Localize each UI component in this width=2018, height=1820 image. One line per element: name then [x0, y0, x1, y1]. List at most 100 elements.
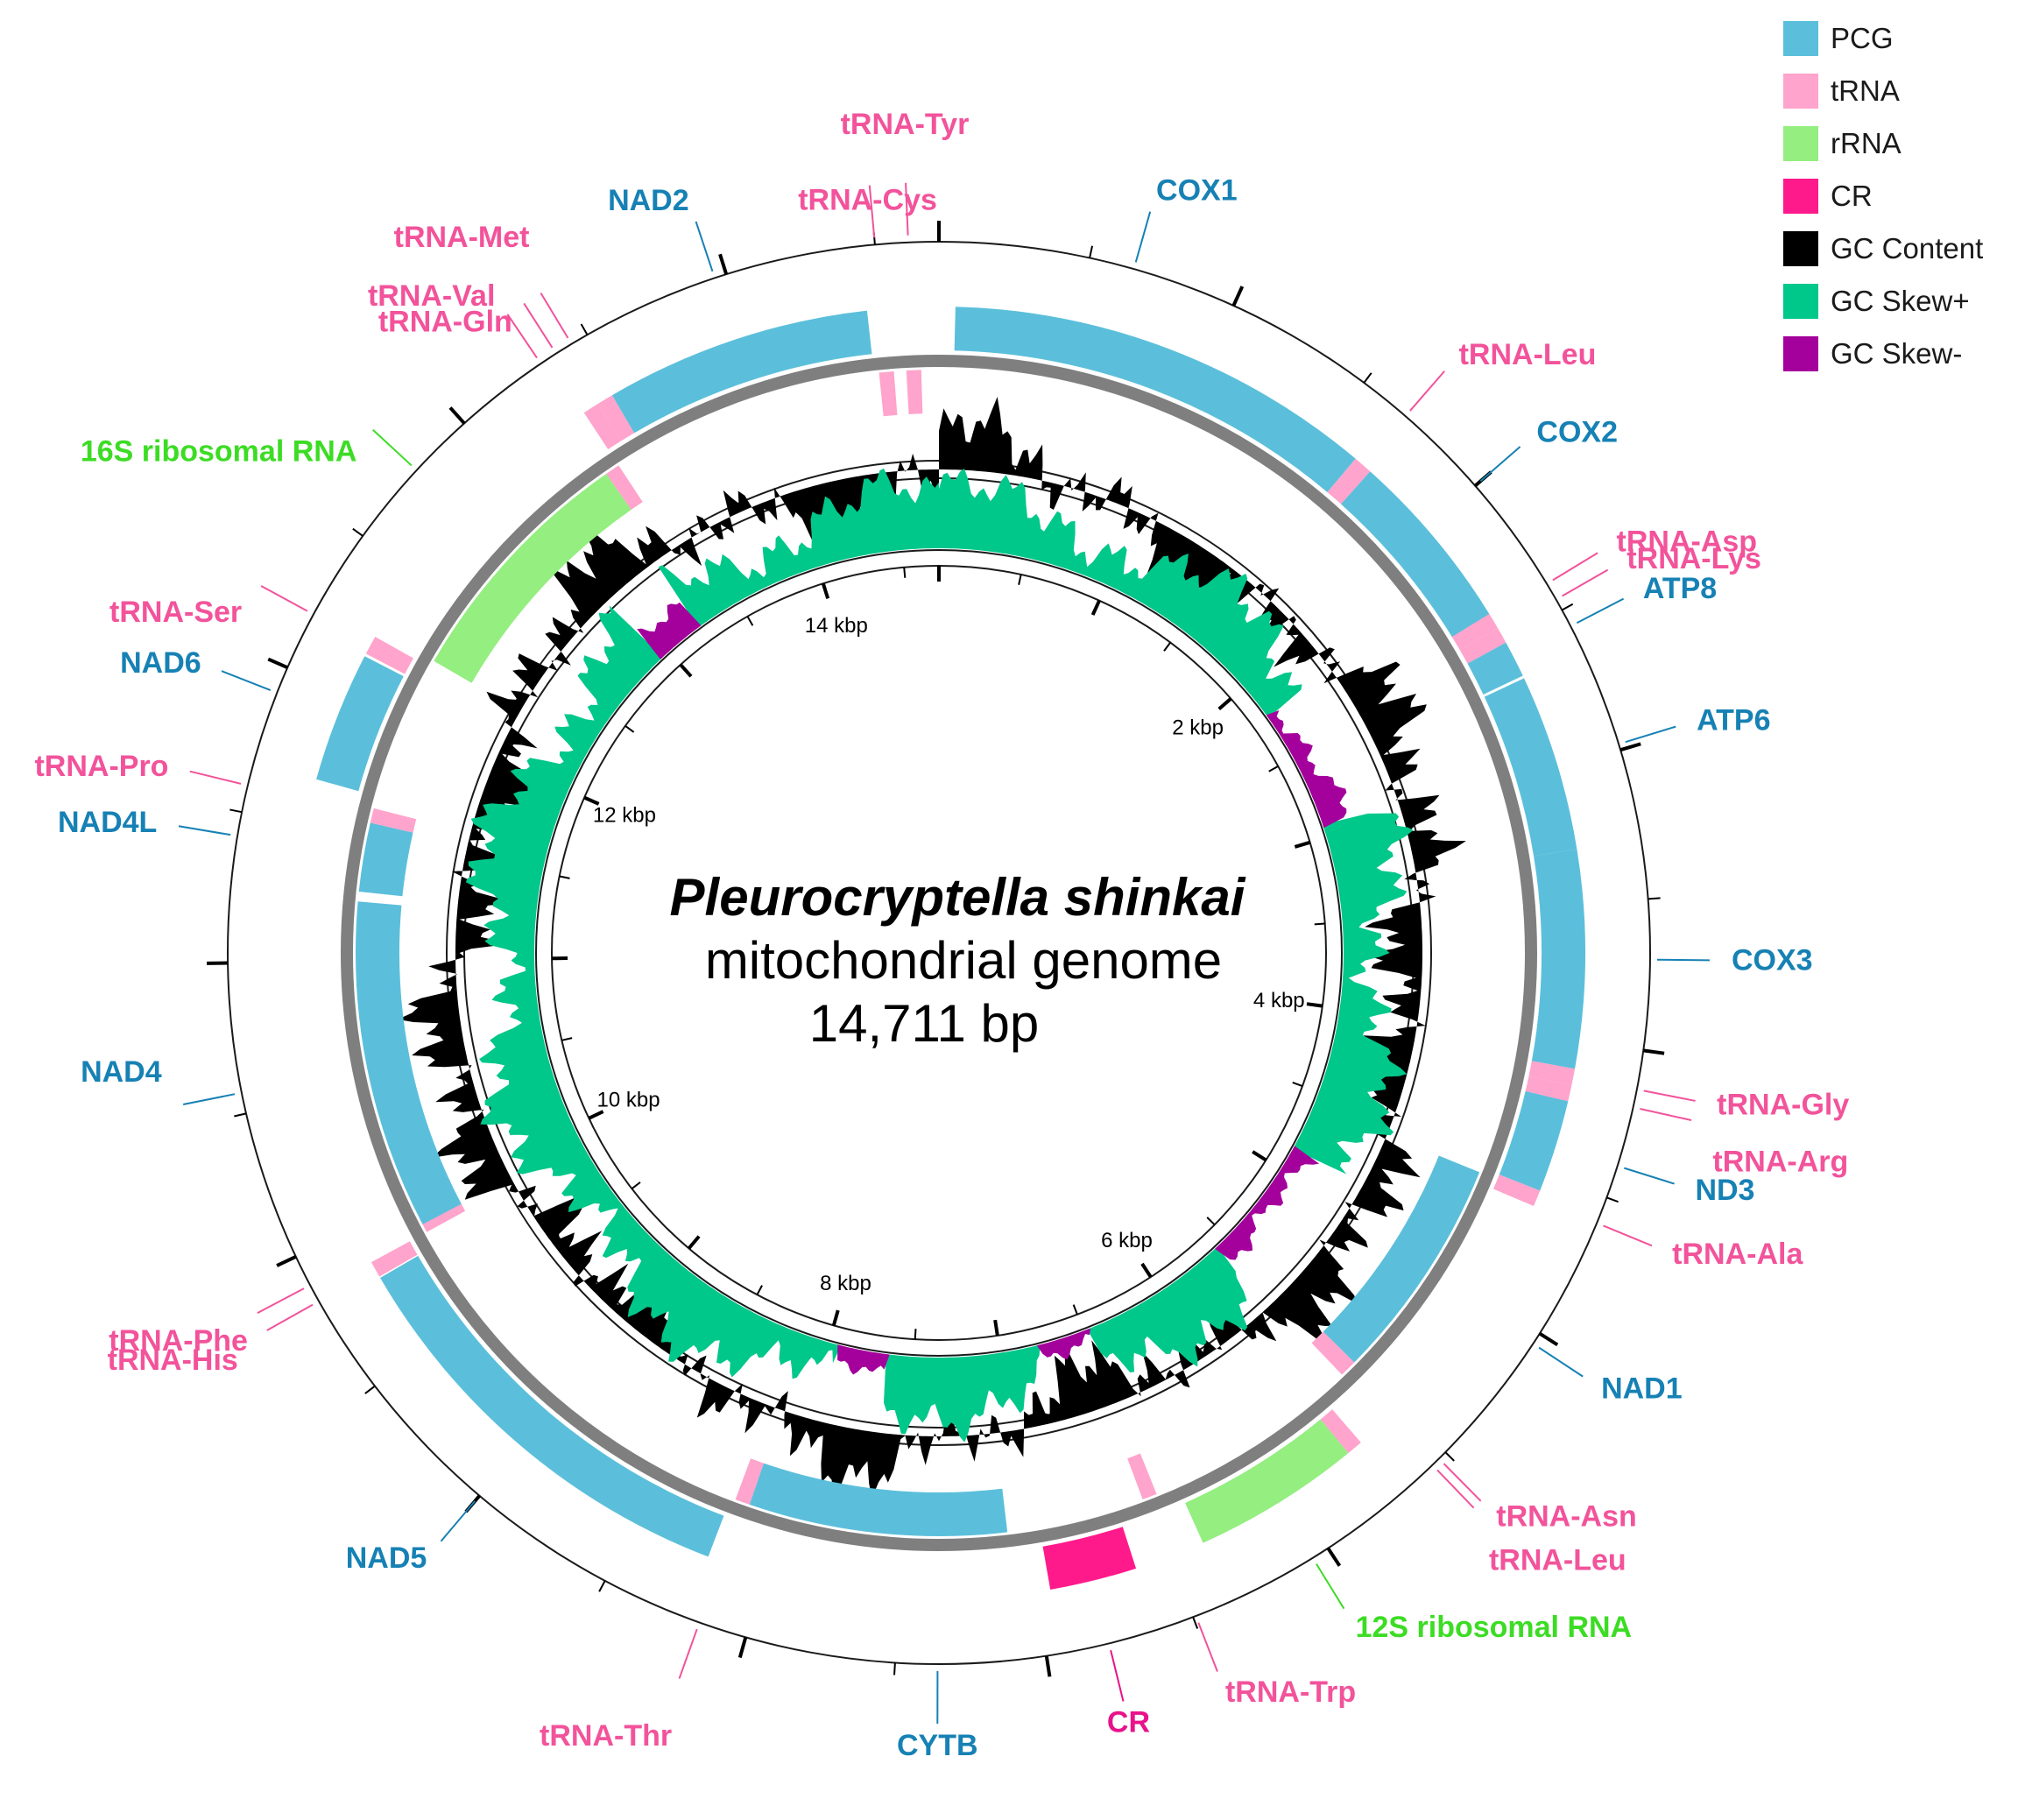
outer-tick — [267, 657, 289, 669]
feature-cr — [1042, 1527, 1137, 1590]
legend-item-gc-skew-minus: GC Skew- — [1783, 328, 2013, 380]
legend-label: rRNA — [1831, 127, 1902, 159]
callout-leader — [1443, 1463, 1482, 1502]
legend-label: GC Skew+ — [1831, 285, 1970, 317]
outer-tick — [1643, 1048, 1665, 1055]
callout-label: COX1 — [1156, 174, 1238, 208]
feature-cox2 — [1340, 471, 1491, 638]
legend-swatch-pcg — [1783, 21, 1818, 56]
callout-label: tRNA-Arg — [1712, 1145, 1848, 1178]
outer-tick — [1648, 897, 1661, 900]
feature-trna-leu — [1311, 1331, 1355, 1375]
callout-label: tRNA-Leu — [1459, 338, 1597, 371]
inner-tick — [1140, 1262, 1153, 1279]
feature-nad6 — [316, 656, 404, 792]
callout-label: COX3 — [1732, 944, 1813, 977]
scale-label: 10 kbp — [597, 1088, 660, 1111]
feature-trna-asn — [1320, 1409, 1361, 1454]
scale-label: 4 kbp — [1253, 989, 1305, 1012]
outer-tick — [580, 323, 589, 335]
callout-label: COX2 — [1536, 416, 1618, 449]
scale-label: 2 kbp — [1172, 716, 1224, 740]
inner-tick — [588, 1110, 604, 1120]
callout-leader — [1643, 1090, 1696, 1102]
callout-leader — [905, 182, 909, 236]
outer-tick — [1606, 1196, 1619, 1203]
inner-tick — [1072, 1304, 1078, 1316]
inner-tick — [756, 1285, 763, 1295]
callout-label: tRNA-Ala — [1672, 1238, 1803, 1271]
callout-leader — [221, 670, 272, 691]
legend-swatch-cr — [1783, 179, 1818, 214]
feature-trna-trp — [1127, 1453, 1157, 1500]
inner-tick — [903, 567, 907, 578]
outer-tick — [598, 1580, 606, 1592]
feature-atp6 — [1484, 678, 1577, 857]
outer-tick — [1363, 372, 1372, 384]
legend-label: CR — [1831, 180, 1873, 212]
feature-trna-leu — [1327, 458, 1371, 504]
inner-tick — [679, 663, 693, 678]
legend-label: GC Content — [1831, 232, 1984, 265]
feature-trna-lys — [1451, 613, 1499, 651]
legend-swatch-gc-skew-plus — [1783, 284, 1818, 319]
callout-label: NAD4 — [81, 1055, 162, 1089]
inner-tick — [687, 1235, 701, 1250]
callout-leader — [1134, 211, 1152, 263]
inner-tick — [831, 1309, 840, 1326]
callout-label: tRNA-Trp — [1225, 1675, 1356, 1709]
outer-tick — [234, 1112, 247, 1118]
callout-label: tRNA-Asn — [1496, 1500, 1637, 1534]
inner-tick — [914, 1329, 917, 1340]
outer-tick — [1538, 1331, 1559, 1347]
callout-leader — [440, 1500, 476, 1542]
inner-tick — [1163, 642, 1171, 652]
outer-tick — [1089, 245, 1094, 258]
legend-label: GC Skew- — [1831, 337, 1963, 370]
callout-label: tRNA-Gly — [1717, 1089, 1849, 1122]
inner-tick — [561, 1037, 573, 1041]
inner-tick — [1206, 1217, 1216, 1226]
callout-leader — [1479, 446, 1521, 483]
feature-trna-gly — [1528, 1061, 1576, 1085]
outer-tick — [276, 1255, 297, 1267]
callout-label: NAD1 — [1601, 1372, 1683, 1405]
callout-label: tRNA-Pro — [34, 750, 168, 783]
inner-tick — [624, 725, 635, 733]
legend: PCG tRNA rRNA CR GC Content GC Skew+ GC … — [1783, 12, 2013, 380]
callout-leader — [1625, 725, 1676, 744]
outer-tick — [1444, 1451, 1455, 1462]
feature-cox1 — [954, 307, 1356, 492]
callout-label: tRNA-Leu — [1489, 1544, 1626, 1577]
callout-leader — [678, 1628, 698, 1679]
callout-label: tRNA-Ser — [109, 596, 242, 629]
feature-trna-asp — [1459, 628, 1506, 664]
legend-item-rrna: rRNA — [1783, 117, 2013, 170]
scale-label: 8 kbp — [820, 1272, 871, 1295]
callout-label: tRNA-Gln — [378, 305, 512, 338]
feature-trna-thr — [735, 1458, 764, 1505]
outer-tick — [718, 253, 729, 275]
feature-trna-arg — [1525, 1076, 1572, 1102]
inner-tick — [583, 795, 600, 806]
backbone-ring — [341, 355, 1537, 1551]
feature-trna-cys — [878, 370, 898, 417]
scale-label: 12 kbp — [593, 804, 656, 828]
inner-tick — [1292, 1081, 1303, 1087]
callout-label: CR — [1107, 1706, 1150, 1739]
callout-leader — [372, 428, 413, 467]
callout-label: ATP6 — [1697, 703, 1770, 737]
outer-tick — [1619, 742, 1641, 752]
legend-label: PCG — [1831, 22, 1894, 54]
callout-leader — [1110, 1649, 1125, 1702]
callout-leader — [1576, 597, 1625, 624]
callout-label: ND3 — [1695, 1174, 1754, 1207]
feature-trna-met — [597, 395, 635, 441]
callout-label: tRNA-Phe — [109, 1324, 248, 1358]
callout-leader — [1603, 1224, 1653, 1247]
feature-trna-ser — [365, 636, 413, 674]
callout-label: tRNA-His — [108, 1344, 238, 1377]
callout-label: NAD4L — [58, 806, 157, 839]
